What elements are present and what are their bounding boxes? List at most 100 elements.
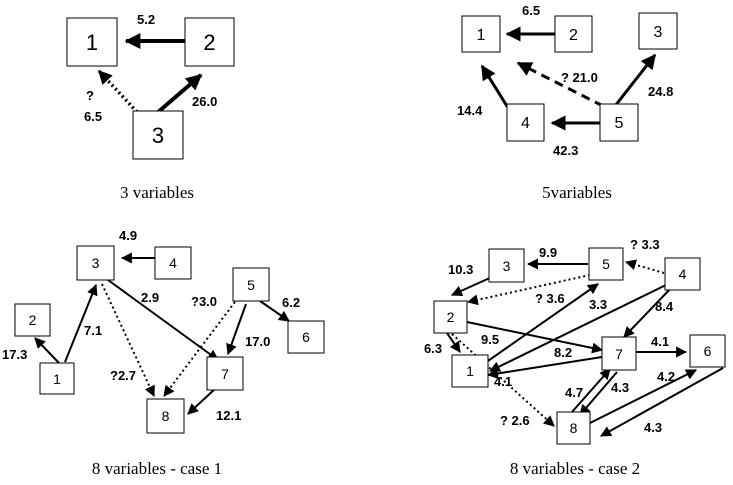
edge-label-5-7: 17.0: [245, 334, 270, 349]
edge-label-4-1: 9.5: [481, 332, 499, 347]
edge-label-1-3: 7.1: [84, 323, 102, 338]
node-2: 2: [184, 17, 235, 67]
panel-5-variables: 1 2 3 4 5 6.5 ? 21.0 24.8 14.4 42.3 5var…: [457, 3, 678, 202]
edge-1-to-3: [64, 283, 98, 363]
edge-5-to-3: [613, 53, 657, 107]
svg-text:6: 6: [704, 343, 712, 359]
svg-text:2: 2: [569, 27, 578, 44]
svg-text:8: 8: [570, 420, 578, 436]
node-2: 2: [554, 15, 593, 53]
edge-label-4-5: ? 3.3: [630, 237, 660, 252]
svg-text:6: 6: [302, 329, 310, 345]
node-5: 5: [599, 103, 639, 142]
edge-4-to-1: [480, 64, 512, 112]
edge-label-4-1: 14.4: [457, 103, 483, 118]
edge-7-to-8: [187, 387, 217, 415]
svg-text:2: 2: [203, 30, 215, 55]
svg-text:4: 4: [169, 255, 177, 271]
node-7: 7: [206, 356, 244, 391]
edge-8-to-7: [571, 368, 611, 413]
edge-3-to-8-dotted: [101, 283, 155, 397]
edge-label-7-8: 12.1: [216, 408, 241, 423]
node-2: 2: [433, 300, 468, 334]
edge-2-to-1: [446, 332, 461, 353]
svg-text:5: 5: [615, 115, 624, 132]
caption-3-variables: 3 variables: [120, 183, 194, 202]
node-6: 6: [287, 320, 325, 354]
edge-label-2-1: 6.3: [424, 341, 442, 356]
edge-3-to-2: [450, 276, 493, 296]
caption-5-variables: 5variables: [542, 183, 612, 202]
edge-label-3-8: ?2.7: [110, 368, 136, 383]
edge-label-1-5: 3.3: [589, 297, 607, 312]
edge-label-3-2: 26.0: [192, 94, 217, 109]
edge-question-3-1: ?: [86, 88, 94, 103]
edge-label-5-4: 42.3: [553, 143, 578, 158]
panel-8-variables-case-2: 1 2 3 4 5 6 7 8 9.9 ? 3.3: [424, 237, 726, 478]
edge-label-5-1: ? 21.0: [561, 70, 598, 85]
edge-8-to-6: [589, 369, 697, 424]
svg-text:8: 8: [162, 408, 170, 424]
svg-text:2: 2: [29, 312, 37, 328]
node-3: 3: [132, 110, 184, 160]
edge-5-to-6: [259, 300, 290, 322]
edge-6-to-8: [600, 367, 724, 437]
edge-label-5-3: 24.8: [648, 84, 673, 99]
edge-label-8-6: 4.2: [657, 369, 675, 384]
caption-8-variables-case-2: 8 variables - case 2: [510, 459, 640, 478]
panel-8-variables-case-1: 1 2 3 4 5 6 7 8 4.9 17.3: [2, 228, 325, 478]
node-4: 4: [154, 246, 192, 280]
svg-text:3: 3: [92, 255, 100, 271]
svg-text:4: 4: [521, 115, 530, 132]
svg-text:1: 1: [477, 27, 486, 44]
edge-label-7-6: 4.1: [651, 334, 669, 349]
svg-text:3: 3: [152, 123, 164, 148]
edge-3-to-2: [155, 73, 203, 115]
edge-3-to-1-dotted: [97, 69, 139, 114]
edge-label-7-1: 4.1: [494, 374, 512, 389]
edge-label-1-2: 17.3: [2, 347, 27, 362]
edge-4-to-7: [623, 286, 673, 338]
svg-text:7: 7: [221, 366, 229, 382]
node-3: 3: [488, 248, 525, 283]
edge-3-to-7: [107, 279, 219, 361]
edge-5-to-7: [226, 303, 247, 356]
node-4: 4: [506, 103, 545, 142]
node-1: 1: [66, 17, 118, 67]
edge-5-to-2-dotted: [466, 274, 591, 306]
svg-text:1: 1: [86, 30, 98, 55]
edge-5-to-1-dashed: [516, 61, 604, 108]
edge-7-to-1: [486, 356, 603, 379]
edge-2-to-7: [466, 321, 604, 354]
svg-text:3: 3: [503, 258, 511, 274]
edge-label-5-6: 6.2: [282, 295, 300, 310]
edge-label-4-3: 4.9: [119, 228, 137, 243]
caption-8-variables-case-1: 8 variables - case 1: [92, 459, 222, 478]
edge-label-3-2: 10.3: [448, 262, 473, 277]
edge-label-5-2: ? 3.6: [535, 291, 565, 306]
svg-text:5: 5: [602, 256, 610, 272]
edge-1-to-5: [484, 283, 599, 364]
svg-text:2: 2: [447, 309, 455, 325]
node-2: 2: [14, 303, 51, 337]
edge-label-2-7: 8.2: [554, 345, 572, 360]
edge-label-3-7: 2.9: [141, 290, 159, 305]
node-3: 3: [76, 245, 115, 281]
edge-1-to-2: [34, 337, 60, 364]
node-8: 8: [146, 398, 185, 434]
edge-label-7-8: 4.3: [611, 380, 629, 395]
edge-4-to-1: [489, 283, 669, 372]
node-6: 6: [689, 334, 726, 368]
edge-label-4-7: 8.4: [655, 299, 674, 314]
node-7: 7: [601, 336, 637, 371]
node-5: 5: [232, 267, 270, 302]
node-1: 1: [39, 362, 75, 395]
svg-text:5: 5: [247, 277, 255, 293]
edge-7-to-8: [579, 371, 618, 416]
edge-4-to-5-dotted: [624, 259, 665, 274]
node-8: 8: [556, 411, 591, 445]
edge-label-2-8: ? 2.6: [500, 413, 530, 428]
node-5: 5: [588, 247, 624, 281]
edge-label-5-3: 9.9: [539, 245, 557, 260]
